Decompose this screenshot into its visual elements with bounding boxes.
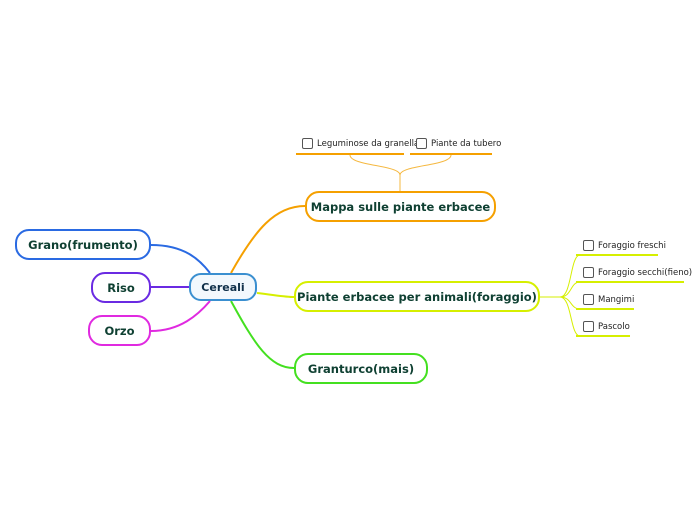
checkbox[interactable] <box>583 321 594 332</box>
subtopic-mangimi[interactable]: Mangimi <box>583 294 634 308</box>
connector-piante <box>256 292 295 298</box>
subtopic-foraggio-freschi[interactable]: Foraggio freschi <box>583 240 666 254</box>
topic-riso[interactable]: Riso <box>91 272 151 303</box>
topic-label: Mappa sulle piante erbacee <box>310 199 491 214</box>
central-topic-cereali[interactable]: Cereali <box>189 273 257 301</box>
checkbox[interactable] <box>583 294 594 305</box>
topic-granturco[interactable]: Granturco(mais) <box>294 353 428 384</box>
subtopic-label: Foraggio freschi <box>598 240 666 251</box>
topic-label: Granturco(mais) <box>307 361 415 376</box>
subtopic-leguminose[interactable]: Leguminose da granella <box>302 138 419 152</box>
subtopic-label: Leguminose da granella <box>317 138 420 149</box>
topic-grano[interactable]: Grano(frumento) <box>15 229 151 260</box>
connector-orzo <box>150 300 211 332</box>
topic-mappa[interactable]: Mappa sulle piante erbacee <box>305 191 496 222</box>
checkbox[interactable] <box>583 267 594 278</box>
topic-piante-erbacee-animali[interactable]: Piante erbacee per animali(foraggio) <box>294 281 540 312</box>
subtopic-label: Piante da tubero <box>431 138 502 149</box>
connector-granturco <box>230 300 295 369</box>
topic-label: Orzo <box>104 323 135 338</box>
topic-label: Riso <box>107 280 135 295</box>
checkbox[interactable] <box>416 138 427 149</box>
subtopic-foraggio-secchi[interactable]: Foraggio secchi(fieno) <box>583 267 692 281</box>
checkbox[interactable] <box>583 240 594 251</box>
topic-label: Cereali <box>201 280 245 294</box>
topic-orzo[interactable]: Orzo <box>88 315 151 346</box>
subtopic-label: Mangimi <box>598 294 635 305</box>
subtopic-label: Foraggio secchi(fieno) <box>598 267 693 278</box>
checkbox[interactable] <box>302 138 313 149</box>
connector-mappa <box>230 205 306 274</box>
subtopic-pascolo[interactable]: Pascolo <box>583 321 630 335</box>
topic-label: Piante erbacee per animali(foraggio) <box>297 289 537 304</box>
topic-label: Grano(frumento) <box>28 237 138 252</box>
subtopic-piante-tubero[interactable]: Piante da tubero <box>416 138 501 152</box>
subtopic-label: Pascolo <box>598 321 630 332</box>
connector-grano <box>150 244 211 274</box>
